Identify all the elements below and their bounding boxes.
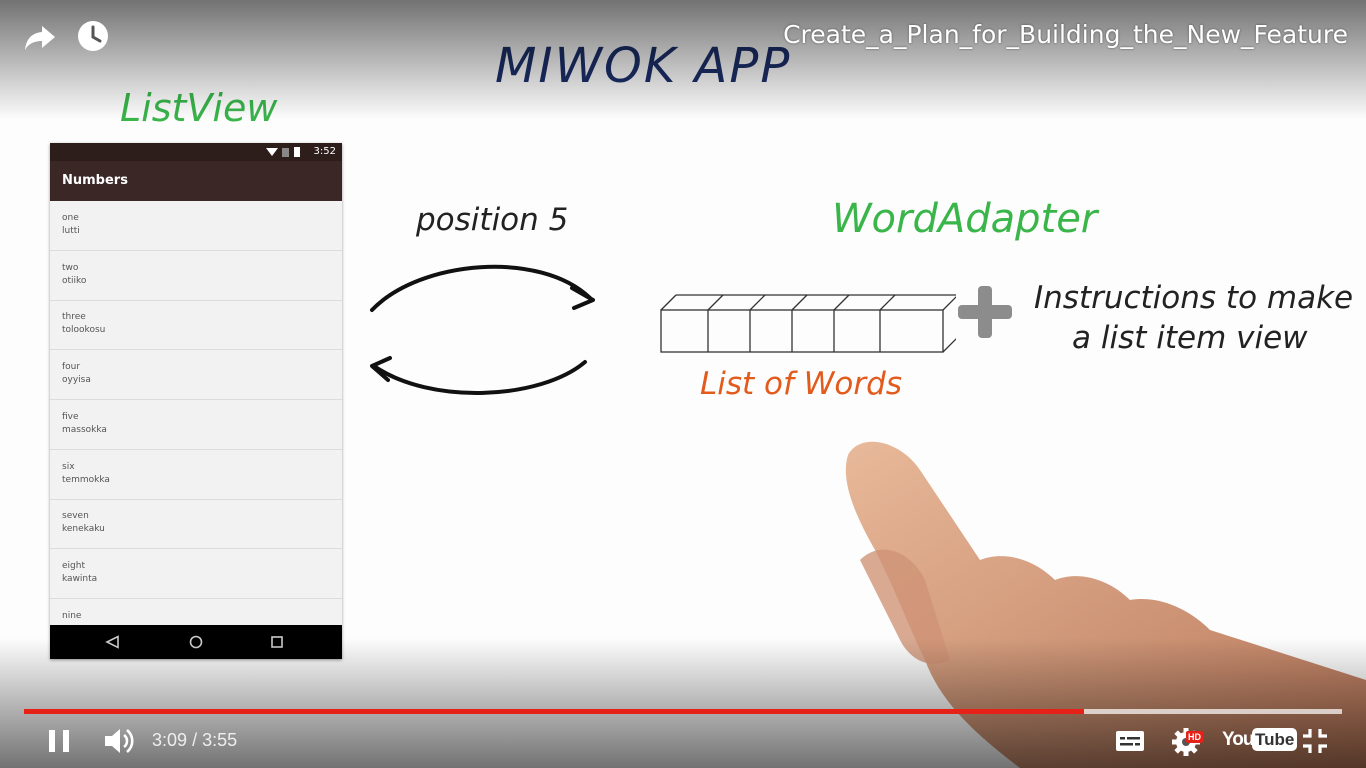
plus-icon [958, 286, 1012, 338]
list-item-english: eight [62, 561, 85, 571]
list-item-miwok: massokka [62, 425, 107, 435]
current-time: 3:09 [152, 730, 188, 750]
list-item: three tolookosu [50, 300, 342, 350]
list-item-miwok: oyyisa [62, 375, 91, 385]
listview-label: ListView [120, 86, 278, 130]
youtube-logo-tube: Tube [1252, 728, 1298, 751]
list-item-english: two [62, 263, 79, 273]
phone-word-list: one lutti two otiiko three tolookosu fou… [50, 201, 342, 625]
exchange-arrows-diagram [370, 264, 595, 395]
list-item-miwok: otiiko [62, 276, 87, 286]
instructions-line-1: Instructions to make [1034, 280, 1354, 316]
list-item-miwok: lutti [62, 226, 80, 236]
list-item-miwok: tolookosu [62, 325, 106, 335]
video-title[interactable]: Create_a_Plan_for_Building_the_New_Featu… [783, 20, 1348, 49]
list-item: four oyyisa [50, 350, 342, 400]
pause-icon[interactable] [44, 726, 74, 756]
instructions-line-2: a list item view [1072, 320, 1308, 356]
slide-heading: MIWOK APP [495, 38, 792, 94]
word-list-boxes [660, 294, 956, 353]
list-item-miwok: kenekaku [62, 524, 105, 534]
list-item-miwok: kawinta [62, 574, 98, 584]
youtube-logo[interactable]: You Tube [1222, 726, 1298, 754]
time-separator: / [192, 730, 198, 750]
share-icon[interactable] [22, 20, 58, 54]
phone-status-bar: 3:52 [50, 143, 342, 161]
watch-later-icon[interactable] [76, 19, 110, 53]
captions-icon[interactable] [1114, 728, 1146, 754]
list-item: one lutti [50, 201, 342, 251]
status-icons [266, 147, 300, 157]
list-item-english: five [62, 412, 79, 422]
youtube-logo-you: You [1222, 729, 1255, 750]
duration: 3:55 [202, 730, 238, 750]
list-item-english: three [62, 312, 86, 322]
list-item-english: seven [62, 511, 89, 521]
list-item: two otiiko [50, 251, 342, 301]
progress-bar[interactable] [24, 709, 1342, 714]
list-item: five massokka [50, 400, 342, 450]
list-item: nine [50, 599, 342, 625]
phone-nav-icons [105, 635, 283, 649]
exit-fullscreen-icon[interactable] [1300, 726, 1330, 756]
volume-icon[interactable] [102, 724, 136, 758]
position-label: position 5 [416, 202, 569, 238]
wordadapter-label: WordAdapter [832, 196, 1098, 242]
phone-nav-bar [50, 625, 342, 659]
phone-status-time: 3:52 [313, 146, 336, 157]
list-item: six temmokka [50, 450, 342, 500]
list-item: seven kenekaku [50, 499, 342, 549]
list-item-english: nine [62, 611, 82, 621]
list-item-english: six [62, 462, 75, 472]
hd-badge: HD [1186, 731, 1203, 743]
list-item-english: one [62, 213, 79, 223]
phone-app-bar: Numbers [50, 161, 342, 201]
time-display: 3:09 / 3:55 [152, 730, 237, 751]
pointing-hand-image [845, 441, 1366, 768]
list-of-words-label: List of Words [700, 366, 902, 402]
phone-mockup: 3:52 Numbers one lutti two otiiko three … [50, 143, 342, 659]
phone-app-title: Numbers [62, 173, 128, 188]
list-item-miwok: temmokka [62, 475, 110, 485]
progress-played [24, 709, 1084, 714]
list-item: eight kawinta [50, 549, 342, 599]
list-item-english: four [62, 362, 81, 372]
